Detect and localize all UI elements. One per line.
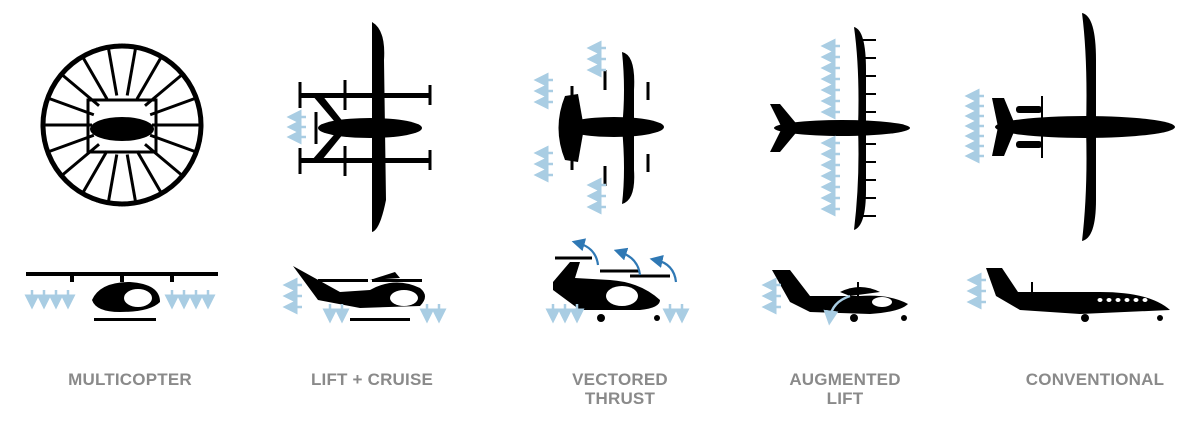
conventional-side-view: [986, 268, 1170, 322]
airflow-arrows: [24, 38, 986, 324]
augmented-lift-top-view: [770, 27, 910, 230]
label-multicopter: MULTICOPTER: [68, 370, 192, 389]
lift-cruise-side-view: [293, 266, 425, 321]
vectored-thrust-top-view: [558, 52, 664, 204]
label-vectored-thrust-line2: THRUST: [584, 389, 656, 408]
multicopter-top-view: [40, 43, 204, 207]
label-augmented-lift-line2: LIFT: [826, 389, 864, 408]
vectored-thrust-side-view: [553, 238, 678, 322]
label-vectored-thrust: VECTORED THRUST: [520, 370, 720, 408]
label-conventional: CONVENTIONAL: [1025, 370, 1165, 389]
multicopter-side-view: [26, 272, 218, 321]
label-vectored-thrust-line1: VECTORED: [572, 370, 668, 389]
label-augmented-lift: AUGMENTED LIFT: [745, 370, 945, 408]
label-augmented-lift-line1: AUGMENTED: [789, 370, 901, 389]
lift-cruise-top-view: [298, 22, 432, 232]
label-lift-cruise: LIFT + CRUISE: [310, 370, 434, 389]
conventional-top-view: [992, 13, 1175, 241]
augmented-lift-side-view: [772, 270, 908, 326]
